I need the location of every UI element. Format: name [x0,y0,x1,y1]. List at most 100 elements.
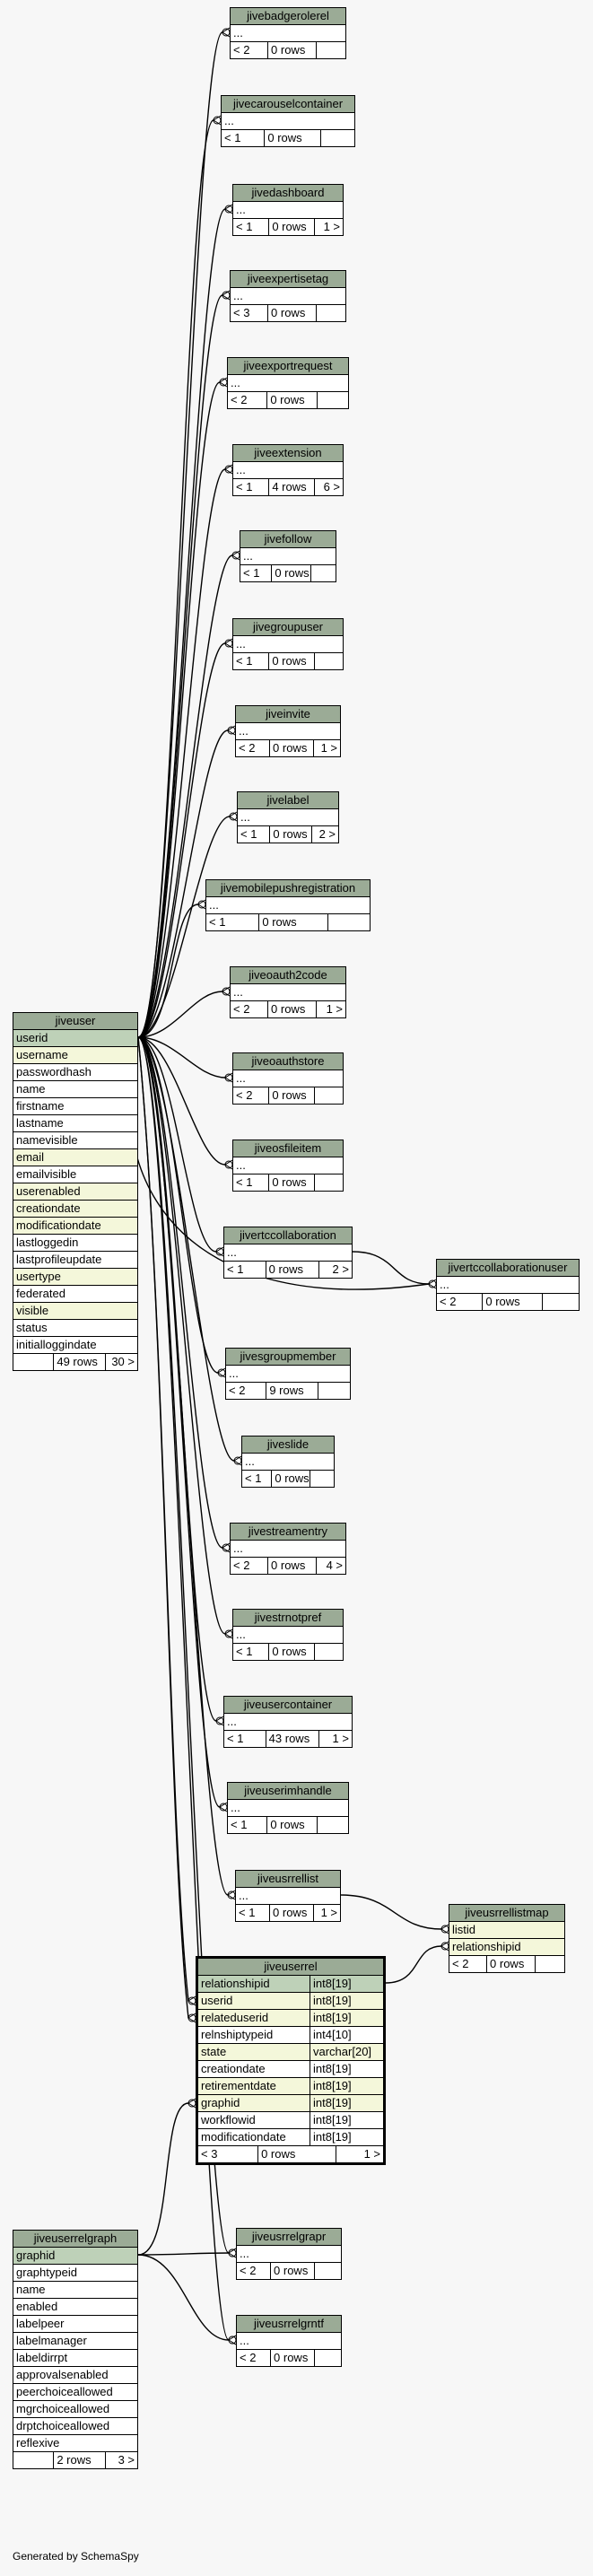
table-title[interactable]: jiveusrrelgrntf [237,2316,341,2333]
column-row[interactable]: userenabled [13,1183,137,1201]
column-row[interactable]: modificationdate [13,1218,137,1235]
table-title[interactable]: jivedashboard [233,185,343,202]
table-title[interactable]: jiveoauth2code [231,967,345,984]
collapsed-columns-row[interactable]: ... [231,984,345,1001]
table-title[interactable]: jiveuser [13,1013,137,1030]
collapsed-columns-row[interactable]: ... [233,1627,343,1644]
column-row[interactable]: visible [13,1303,137,1320]
column-row[interactable]: usertype [13,1269,137,1286]
table-title[interactable]: jivertccollaborationuser [437,1260,579,1277]
column-row[interactable]: labeldirrpt [13,2350,137,2367]
table-title[interactable]: jiveoauthstore [233,1053,343,1070]
table-title[interactable]: jiveusercontainer [224,1697,352,1714]
collapsed-columns-row[interactable]: ... [228,375,348,392]
collapsed-columns-row[interactable]: ... [233,462,343,479]
column-row[interactable]: userid [13,1030,137,1047]
table-title[interactable]: jivesgroupmember [226,1349,350,1366]
table-title[interactable]: jivecarouselcontainer [222,96,354,113]
table-title[interactable]: jiveextension [233,445,343,462]
collapsed-columns-row[interactable]: ... [233,636,343,653]
table-title[interactable]: jiveuserrel [198,1959,383,1976]
column-row[interactable]: labelpeer [13,2316,137,2333]
collapsed-columns-row[interactable]: ... [237,2246,341,2263]
table-title[interactable]: jiveexpertisetag [231,271,345,288]
collapsed-columns-row[interactable]: ... [224,1244,352,1262]
column-row[interactable]: graphid [13,2248,137,2265]
collapsed-columns-row[interactable]: ... [240,548,336,565]
table-title[interactable]: jivestrnotpref [233,1610,343,1627]
column-row[interactable]: peerchoiceallowed [13,2384,137,2401]
column-row[interactable]: namevisible [13,1132,137,1149]
column-row[interactable]: emailvisible [13,1166,137,1183]
column-row[interactable]: lastloggedin [13,1235,137,1252]
collapsed-columns-row[interactable]: ... [228,1800,348,1817]
column-row[interactable]: labelmanager [13,2333,137,2350]
collapsed-columns-row[interactable]: ... [224,1714,352,1731]
collapsed-columns-row[interactable]: ... [231,288,345,305]
collapsed-columns-row[interactable]: ... [231,25,345,42]
column-row[interactable]: lastname [13,1115,137,1132]
column-row[interactable]: firstname [13,1098,137,1115]
column-row[interactable]: username [13,1047,137,1064]
table-title[interactable]: jiveuserimhandle [228,1783,348,1800]
table-title[interactable]: jivestreamentry [231,1524,345,1541]
table-title[interactable]: jiveinvite [236,706,340,723]
table-title[interactable]: jiveexportrequest [228,358,348,375]
collapsed-columns-row[interactable]: ... [233,202,343,219]
column-row[interactable]: lastprofileupdate [13,1252,137,1269]
collapsed-columns-row[interactable]: ... [233,1157,343,1174]
column-row[interactable]: name [13,2282,137,2299]
column-row[interactable]: enabled [13,2299,137,2316]
column-row[interactable]: drptchoiceallowed [13,2418,137,2435]
column-row[interactable]: initialloggindate [13,1337,137,1354]
collapsed-columns-row[interactable]: ... [238,809,338,826]
column-row[interactable]: listid [449,1922,564,1939]
table-title[interactable]: jiveosfileitem [233,1140,343,1157]
collapsed-columns-row[interactable]: ... [237,2333,341,2350]
collapsed-columns-row[interactable]: ... [236,723,340,740]
table-title[interactable]: jivertccollaboration [224,1227,352,1244]
table-title[interactable]: jivemobilepushregistration [206,880,370,897]
column-row[interactable]: creationdate [13,1201,137,1218]
table-title[interactable]: jivelabel [238,792,338,809]
column-row[interactable]: federated [13,1286,137,1303]
table-title[interactable]: jiveusrrelgrapr [237,2229,341,2246]
column-row[interactable]: approvalsenabled [13,2367,137,2384]
column-row[interactable]: mgrchoiceallowed [13,2401,137,2418]
collapsed-columns-row[interactable]: ... [222,113,354,130]
column-row[interactable]: status [13,1320,137,1337]
table-title[interactable]: jiveslide [242,1436,334,1454]
column-row[interactable]: graphtypeid [13,2265,137,2282]
column-row[interactable]: name [13,1081,137,1098]
